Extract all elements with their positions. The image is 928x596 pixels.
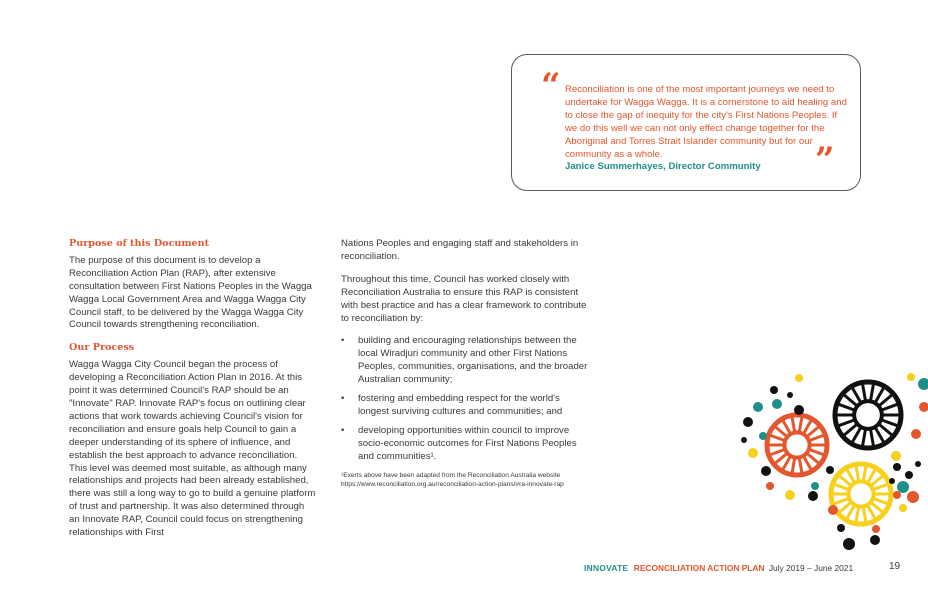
artwork-dot (811, 482, 819, 490)
artwork-dot (761, 466, 771, 476)
footer-innovate: INNOVATE (584, 563, 629, 573)
open-quote-icon: “ (541, 66, 561, 106)
artwork-dot (905, 471, 913, 479)
artwork-dot (787, 392, 793, 398)
artwork-dot (893, 491, 901, 499)
purpose-heading: Purpose of this Document (69, 238, 210, 249)
artwork-dot (808, 491, 818, 501)
list-item: building and encouraging relationships b… (341, 335, 593, 387)
artwork-dot (837, 524, 845, 532)
artwork-dot (753, 402, 763, 412)
artwork-dot (911, 429, 921, 439)
left-column: Purpose of this Document The purpose of … (69, 238, 317, 550)
artwork-dot (893, 463, 901, 471)
artwork-dot (794, 405, 804, 415)
artwork-dot (770, 386, 778, 394)
artwork-dot (826, 466, 834, 474)
artwork-dot (919, 402, 928, 412)
artwork-dot (766, 482, 774, 490)
artwork-dot (907, 491, 919, 503)
footnote: ¹Exerts above have been adapted from the… (341, 471, 564, 488)
artwork-dot (843, 538, 855, 550)
purpose-body: The purpose of this document is to devel… (69, 254, 312, 331)
footer: INNOVATE RECONCILIATION ACTION PLAN July… (584, 563, 853, 573)
artwork-dot (899, 504, 907, 512)
artwork-dot (891, 451, 901, 461)
orange-wheel-motif (764, 412, 830, 478)
artwork-dot (748, 448, 758, 458)
page-number: 19 (889, 561, 901, 572)
yellow-wheel-motif (828, 461, 894, 527)
black-wheel-motif (832, 379, 904, 451)
right-column: Nations Peoples and engaging staff and s… (341, 238, 593, 489)
close-quote-icon: ” (815, 140, 835, 180)
artwork-dot (897, 481, 909, 493)
list-item: fostering and embedding respect for the … (341, 393, 593, 419)
artwork-dot (907, 373, 915, 381)
artwork-dot (872, 525, 880, 533)
artwork-dot (870, 535, 880, 545)
artwork-dot (741, 437, 747, 443)
process-paragraph-2: Throughout this time, Council has worked… (341, 273, 587, 324)
list-item: developing opportunities within council … (341, 425, 593, 464)
artwork-dot (918, 378, 928, 390)
artwork-dot (828, 505, 838, 515)
artwork-dot (772, 399, 782, 409)
artwork-dot (889, 478, 895, 484)
process-heading: Our Process (69, 342, 135, 354)
process-continuation: Nations Peoples and engaging staff and s… (341, 238, 579, 262)
contribution-list: building and encouraging relationships b… (341, 335, 593, 463)
artwork-dot (785, 490, 795, 500)
quote-box: “ Reconciliation is one of the most impo… (511, 54, 861, 191)
artwork-dot (915, 461, 921, 467)
quote-text: Reconciliation is one of the most import… (565, 84, 847, 160)
footer-dates: July 2019 – June 2021 (768, 563, 854, 573)
quote-author: Janice Summerhayes, Director Community (565, 161, 761, 172)
process-body: Wagga Wagga City Council began the proce… (69, 359, 316, 539)
footer-rap-title: RECONCILIATION ACTION PLAN (633, 563, 765, 573)
artwork-dot (795, 374, 803, 382)
aboriginal-dot-artwork (741, 373, 928, 550)
artwork-dot (743, 417, 753, 427)
artwork-dot (759, 432, 767, 440)
